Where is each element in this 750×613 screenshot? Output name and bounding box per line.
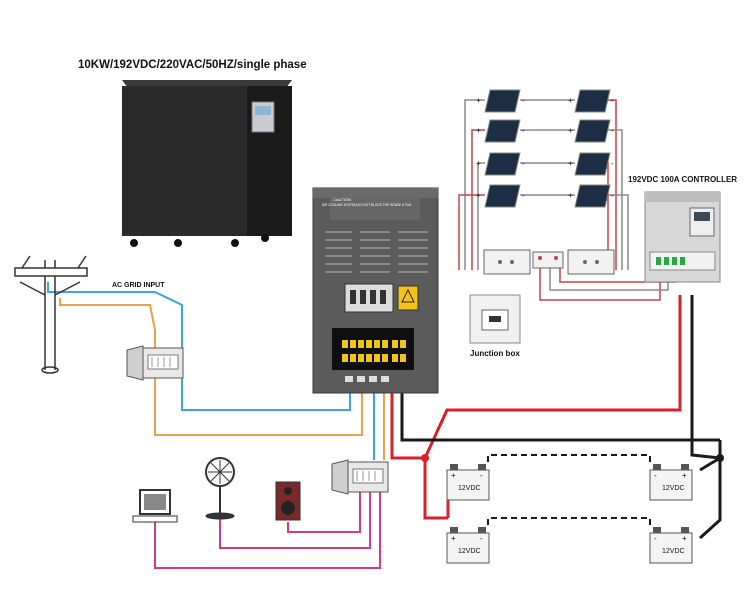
speaker-icon xyxy=(275,481,301,521)
panel-neg-mark: - xyxy=(611,126,614,135)
inverter-cabinet xyxy=(312,187,439,394)
pv-combiner-boxes xyxy=(483,249,615,275)
grid-input-wires xyxy=(47,282,363,436)
battery-neg-mark: - xyxy=(480,534,483,543)
panel-pos-mark: + xyxy=(476,191,481,200)
solar-array xyxy=(484,89,611,208)
ac-output-breaker-box xyxy=(331,459,389,495)
controller-label: 192VDC 100A CONTROLLER xyxy=(628,175,737,184)
junction-box xyxy=(469,294,521,344)
panel-neg-mark: - xyxy=(522,96,525,105)
solar-panel xyxy=(574,119,611,143)
panel-pos-mark: + xyxy=(568,96,573,105)
battery-voltage-label: 12VDC xyxy=(458,485,481,492)
black-junction-dot xyxy=(716,454,724,462)
battery-pos-mark: + xyxy=(451,534,456,543)
battery-bottom-right xyxy=(649,527,693,564)
battery-neg-mark: - xyxy=(480,471,483,480)
battery-bottom-left xyxy=(446,527,490,564)
panel-neg-mark: - xyxy=(522,159,525,168)
panel-neg-mark: - xyxy=(522,126,525,135)
load-wires xyxy=(154,490,381,569)
battery-voltage-label: 12VDC xyxy=(662,485,685,492)
junction-box-label: Junction box xyxy=(470,349,520,358)
battery-voltage-label: 12VDC xyxy=(458,548,481,555)
battery-neg-mark: - xyxy=(654,534,657,543)
cabinet-caution: CAUTION xyxy=(333,197,351,202)
panel-pos-mark: + xyxy=(568,159,573,168)
fan-icon xyxy=(205,457,235,520)
battery-voltage-label: 12VDC xyxy=(662,548,685,555)
ac-input-breaker-box xyxy=(126,345,184,381)
panel-pos-mark: + xyxy=(476,159,481,168)
battery-series-links xyxy=(487,454,651,525)
inverter-title: 10KW/192VDC/220VAC/50HZ/single phase xyxy=(78,59,307,71)
solar-panel xyxy=(484,89,521,113)
panel-pos-mark: + xyxy=(568,126,573,135)
ac-output-wires xyxy=(373,382,385,460)
panel-neg-mark: - xyxy=(611,191,614,200)
battery-dc-wires xyxy=(390,295,722,540)
utility-pole-icon xyxy=(14,255,88,374)
battery-neg-mark: - xyxy=(654,471,657,480)
panel-neg-mark: - xyxy=(522,191,525,200)
cabinet-caution-text: AIR COOLING SYSTEM,DO NOT BLOCK THE INTA… xyxy=(322,203,412,207)
solar-panel xyxy=(484,152,521,176)
battery-top-right xyxy=(649,464,693,501)
red-junction-dot xyxy=(421,454,429,462)
battery-pos-mark: + xyxy=(682,534,687,543)
inverter-unit xyxy=(122,80,292,247)
panel-neg-mark: - xyxy=(611,159,614,168)
panel-pos-mark: + xyxy=(568,191,573,200)
panel-pos-mark: + xyxy=(476,96,481,105)
computer-icon xyxy=(132,489,178,523)
panel-neg-mark: - xyxy=(611,96,614,105)
pv-string-wires xyxy=(458,99,677,301)
solar-panel xyxy=(574,152,611,176)
battery-top-left xyxy=(446,464,490,501)
panel-pos-mark: + xyxy=(476,126,481,135)
ac-grid-input-label: AC GRID INPUT xyxy=(112,282,165,289)
battery-pos-mark: + xyxy=(682,471,687,480)
solar-panel xyxy=(484,119,521,143)
battery-pos-mark: + xyxy=(451,471,456,480)
charge-controller xyxy=(644,191,721,283)
solar-panel xyxy=(484,184,521,208)
solar-panel xyxy=(574,184,611,208)
solar-panel xyxy=(574,89,611,113)
